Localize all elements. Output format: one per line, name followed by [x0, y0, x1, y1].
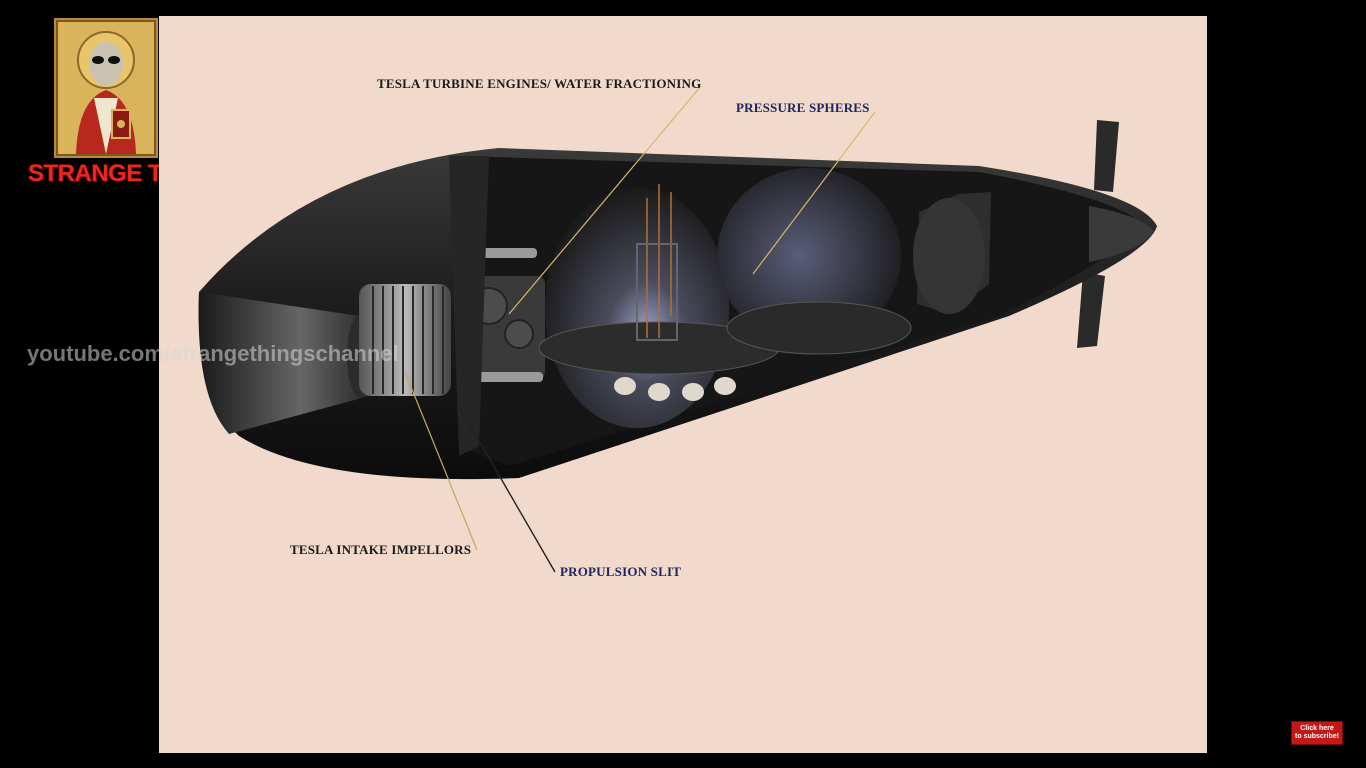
craft-cutaway-diagram	[198, 85, 1158, 573]
slit-leader	[458, 405, 556, 573]
turbine-leader	[508, 85, 702, 315]
subscribe-button[interactable]: Click here to subscribe!	[1291, 721, 1343, 745]
spheres-leader	[752, 111, 876, 275]
label-propulsion-slit: PROPULSION SLIT	[560, 564, 682, 579]
label-tesla-intake-impellors: TESLA INTAKE IMPELLORS	[290, 542, 472, 557]
label-tesla-turbine-engines: TESLA TURBINE ENGINES/ WATER FRACTIONING	[377, 76, 702, 91]
impellors-leader	[404, 371, 478, 551]
label-pressure-spheres: PRESSURE SPHERES	[736, 100, 870, 115]
channel-logo	[54, 18, 158, 158]
diagram-slide: TESLA TURBINE ENGINES/ WATER FRACTIONING…	[159, 16, 1207, 753]
channel-watermark: youtube.com/strangethingschannel	[27, 341, 399, 366]
subscribe-line-2: to subscribe!	[1295, 733, 1339, 740]
alien-icon	[54, 18, 158, 158]
subscribe-line-1: Click here	[1300, 725, 1334, 732]
